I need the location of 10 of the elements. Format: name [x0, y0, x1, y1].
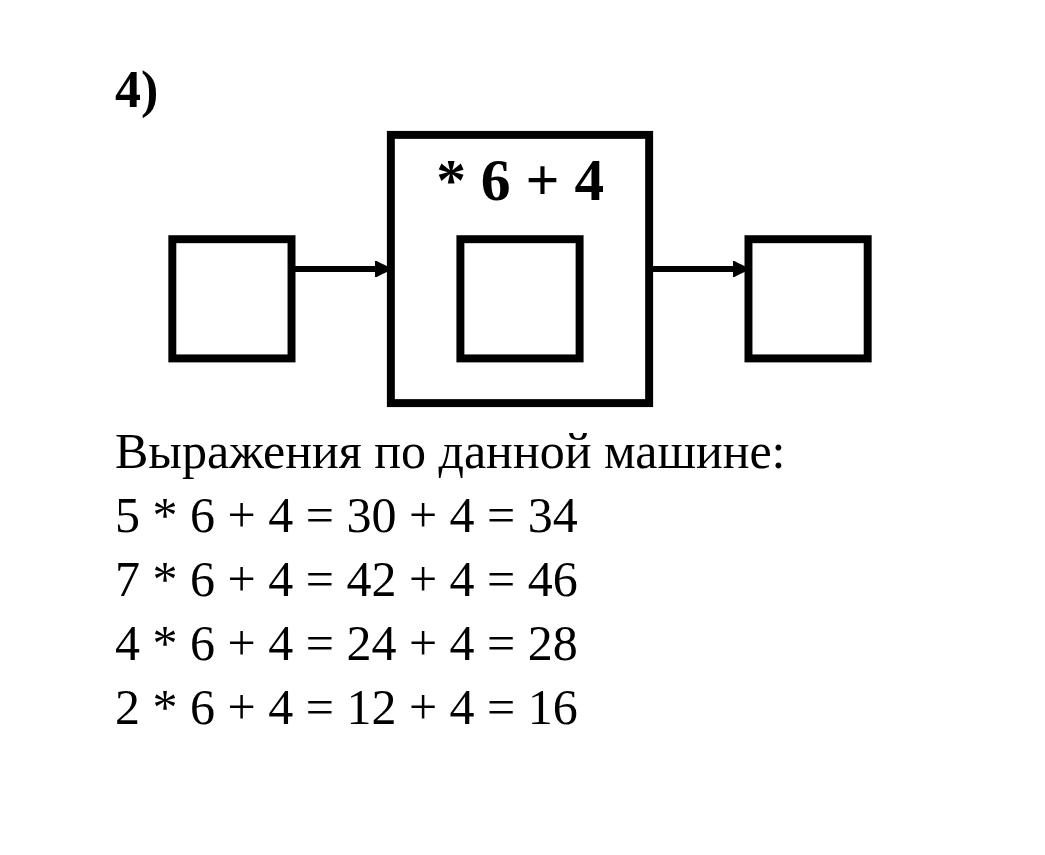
cluster: * 6 + 4 — [386, 130, 654, 408]
title: 4) — [115, 60, 160, 119]
node-box — [456, 235, 584, 363]
heading-text: Выражения по данной машине: — [115, 422, 787, 481]
expression-text: 7 * 6 + 4 = 42 + 4 = 46 — [115, 550, 579, 609]
expression-text: 5 * 6 + 4 = 30 + 4 = 34 — [115, 486, 579, 545]
expression-text: 2 * 6 + 4 = 12 + 4 = 16 — [115, 678, 579, 737]
node-box — [744, 235, 872, 363]
expression-text: 4 * 6 + 4 = 24 + 4 = 28 — [115, 614, 579, 673]
node-box — [168, 235, 296, 363]
